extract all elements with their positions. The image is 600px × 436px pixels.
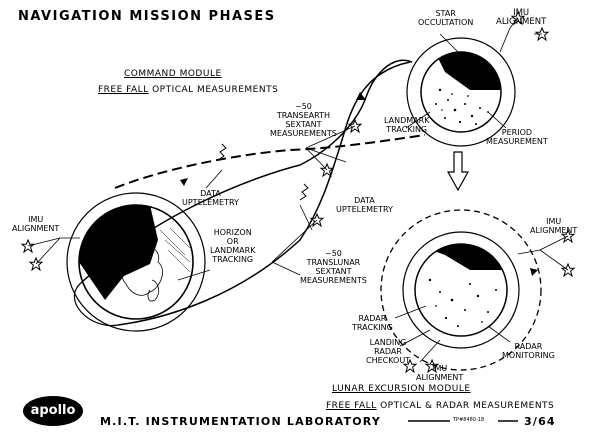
- moon-lem: [380, 209, 542, 371]
- label-data-uptelemetry-1: DATA UPTELEMETRY: [182, 189, 239, 207]
- trajectory-paths: [74, 59, 426, 327]
- footer-lab-name: M.I.T. INSTRUMENTATION LABORATORY: [100, 415, 381, 428]
- telemetry-zigzag: [217, 143, 309, 201]
- label-imu-alignment-lem-right: IMU ALIGNMENT: [530, 217, 578, 235]
- label-landing-radar-checkout: LANDING RADAR CHECKOUT: [366, 338, 411, 365]
- label-horizon-landmark-tracking: HORIZON OR LANDMARK TRACKING: [210, 228, 256, 264]
- lunar-module-heading: LUNAR EXCURSION MODULE: [332, 384, 471, 394]
- diagram-title: NAVIGATION MISSION PHASES: [18, 9, 276, 24]
- label-imu-alignment-lem-bottom: IMU ALIGNMENT: [416, 364, 464, 382]
- label-radar-tracking: RADAR TRACKING: [352, 314, 393, 332]
- label-landmark-tracking-moon: LANDMARK TRACKING: [384, 116, 430, 134]
- lunar-module-mode: FREE FALL OPTICAL & RADAR MEASUREMENTS: [326, 401, 554, 412]
- lunar-module-optical-radar: OPTICAL & RADAR MEASUREMENTS: [380, 401, 555, 411]
- label-translunar-measurements: ~50 TRANSLUNAR SEXTANT MEASUREMENTS: [300, 249, 367, 285]
- apollo-logo: apollo: [23, 396, 83, 426]
- command-module-mode: FREE FALL OPTICAL MEASUREMENTS: [98, 85, 278, 96]
- command-module-optical: OPTICAL MEASUREMENTS: [152, 85, 279, 95]
- label-data-uptelemetry-2: DATA UPTELEMETRY: [336, 196, 393, 214]
- label-radar-monitoring: RADAR MONITORING: [502, 342, 555, 360]
- lunar-module-free-fall: FREE FALL: [326, 401, 377, 411]
- transfer-arrow: [446, 151, 470, 192]
- star-markers: [20, 10, 576, 374]
- footer-code: TP#8480-18: [453, 417, 485, 423]
- label-star-occultation: STAR OCCULTATION: [418, 9, 474, 27]
- command-module-heading: COMMAND MODULE: [124, 69, 222, 79]
- label-imu-alignment-earth: IMU ALIGNMENT: [12, 215, 60, 233]
- label-period-measurement: PERIOD MEASUREMENT: [486, 128, 548, 146]
- moon-top: [406, 37, 516, 147]
- label-transearth-measurements: ~50 TRANSEARTH SEXTANT MEASUREMENTS: [270, 102, 337, 138]
- command-module-free-fall: FREE FALL: [98, 85, 149, 95]
- label-imu-alignment-top: IMU ALIGNMENT: [496, 8, 547, 27]
- footer-page-number: 3/64: [524, 415, 556, 428]
- direction-arrows: [180, 92, 538, 276]
- pointer-lines: [27, 17, 569, 363]
